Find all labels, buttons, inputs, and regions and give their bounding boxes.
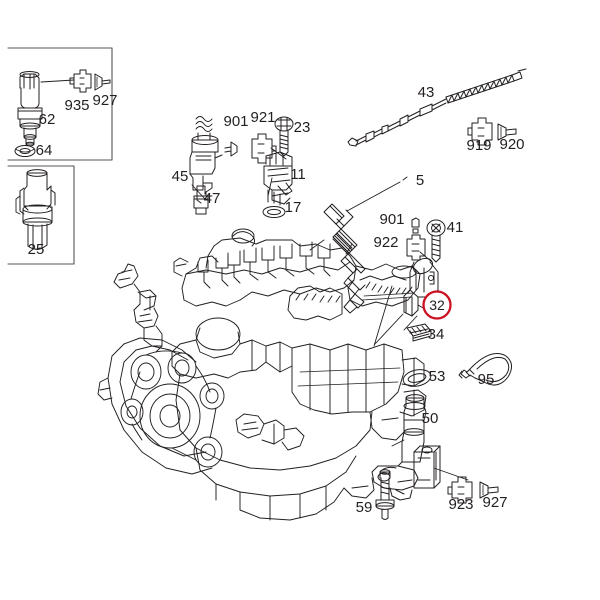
callout-43: 43 bbox=[418, 84, 435, 101]
callout-919: 919 bbox=[466, 137, 491, 154]
inset-oil-pressure-switch bbox=[7, 47, 113, 161]
callout-64: 64 bbox=[36, 142, 53, 159]
callout-922: 922 bbox=[373, 234, 398, 251]
highlight-circle-32 bbox=[422, 290, 452, 320]
callout-95: 95 bbox=[478, 371, 495, 388]
part-53-o-ring bbox=[402, 369, 432, 387]
part-901-terminal-upper bbox=[224, 141, 238, 157]
callout-41: 41 bbox=[447, 219, 464, 236]
part-25-ignition-coil bbox=[15, 169, 56, 250]
part-927-terminal bbox=[94, 73, 111, 91]
callout-923: 923 bbox=[448, 496, 473, 513]
callout-920: 920 bbox=[499, 136, 524, 153]
callout-53: 53 bbox=[429, 368, 446, 385]
inset-ignition-coil bbox=[7, 165, 75, 265]
part-935-connector bbox=[69, 69, 92, 93]
callout-25: 25 bbox=[28, 241, 45, 258]
part-919-connector bbox=[467, 117, 493, 146]
callout-927-lower: 927 bbox=[482, 494, 507, 511]
callout-59: 59 bbox=[356, 499, 373, 516]
callout-labels: 62 64 935 927 25 45 47 901 921 23 11 17 … bbox=[28, 84, 525, 516]
callout-34: 34 bbox=[428, 326, 445, 343]
part-17-o-ring bbox=[262, 206, 286, 218]
part-927-terminal-lower bbox=[479, 481, 499, 499]
part-43-glow-plug-cable bbox=[347, 68, 527, 147]
leader-lines bbox=[191, 177, 418, 447]
part-62-oil-pressure-switch bbox=[17, 71, 75, 147]
callout-901-upper: 901 bbox=[223, 113, 248, 130]
part-901-terminal-mid bbox=[411, 217, 420, 234]
engine-block-assembly bbox=[97, 228, 427, 521]
callout-901-mid: 901 bbox=[379, 211, 404, 228]
part-45-camshaft-sensor bbox=[189, 116, 223, 204]
callout-62: 62 bbox=[39, 111, 56, 128]
callout-45: 45 bbox=[172, 168, 189, 185]
part-920-terminal bbox=[497, 123, 517, 141]
callout-11: 11 bbox=[290, 166, 306, 183]
part-11-crankshaft-sensor bbox=[263, 151, 293, 206]
part-23-hex-bolt bbox=[274, 116, 294, 157]
callout-50: 50 bbox=[422, 410, 439, 427]
part-50-oil-level-sensor bbox=[371, 394, 469, 501]
callout-47: 47 bbox=[204, 190, 221, 207]
part-95-cable-tie bbox=[458, 353, 512, 386]
part-34-retaining-clip bbox=[406, 323, 432, 342]
callout-927-upper: 927 bbox=[92, 92, 117, 109]
part-41-bolt bbox=[426, 219, 446, 263]
callout-32-highlighted: 32 bbox=[429, 297, 445, 313]
callout-921: 921 bbox=[250, 109, 275, 126]
part-59-bolt bbox=[375, 469, 395, 520]
callout-23: 23 bbox=[294, 119, 311, 136]
callout-5: 5 bbox=[416, 172, 424, 189]
part-923-connector bbox=[447, 476, 473, 504]
callout-17: 17 bbox=[285, 199, 302, 216]
part-64-sealing-ring bbox=[14, 145, 36, 157]
part-5-glow-plug bbox=[323, 176, 408, 314]
part-922-connector bbox=[406, 234, 433, 263]
callout-935: 935 bbox=[64, 97, 89, 114]
